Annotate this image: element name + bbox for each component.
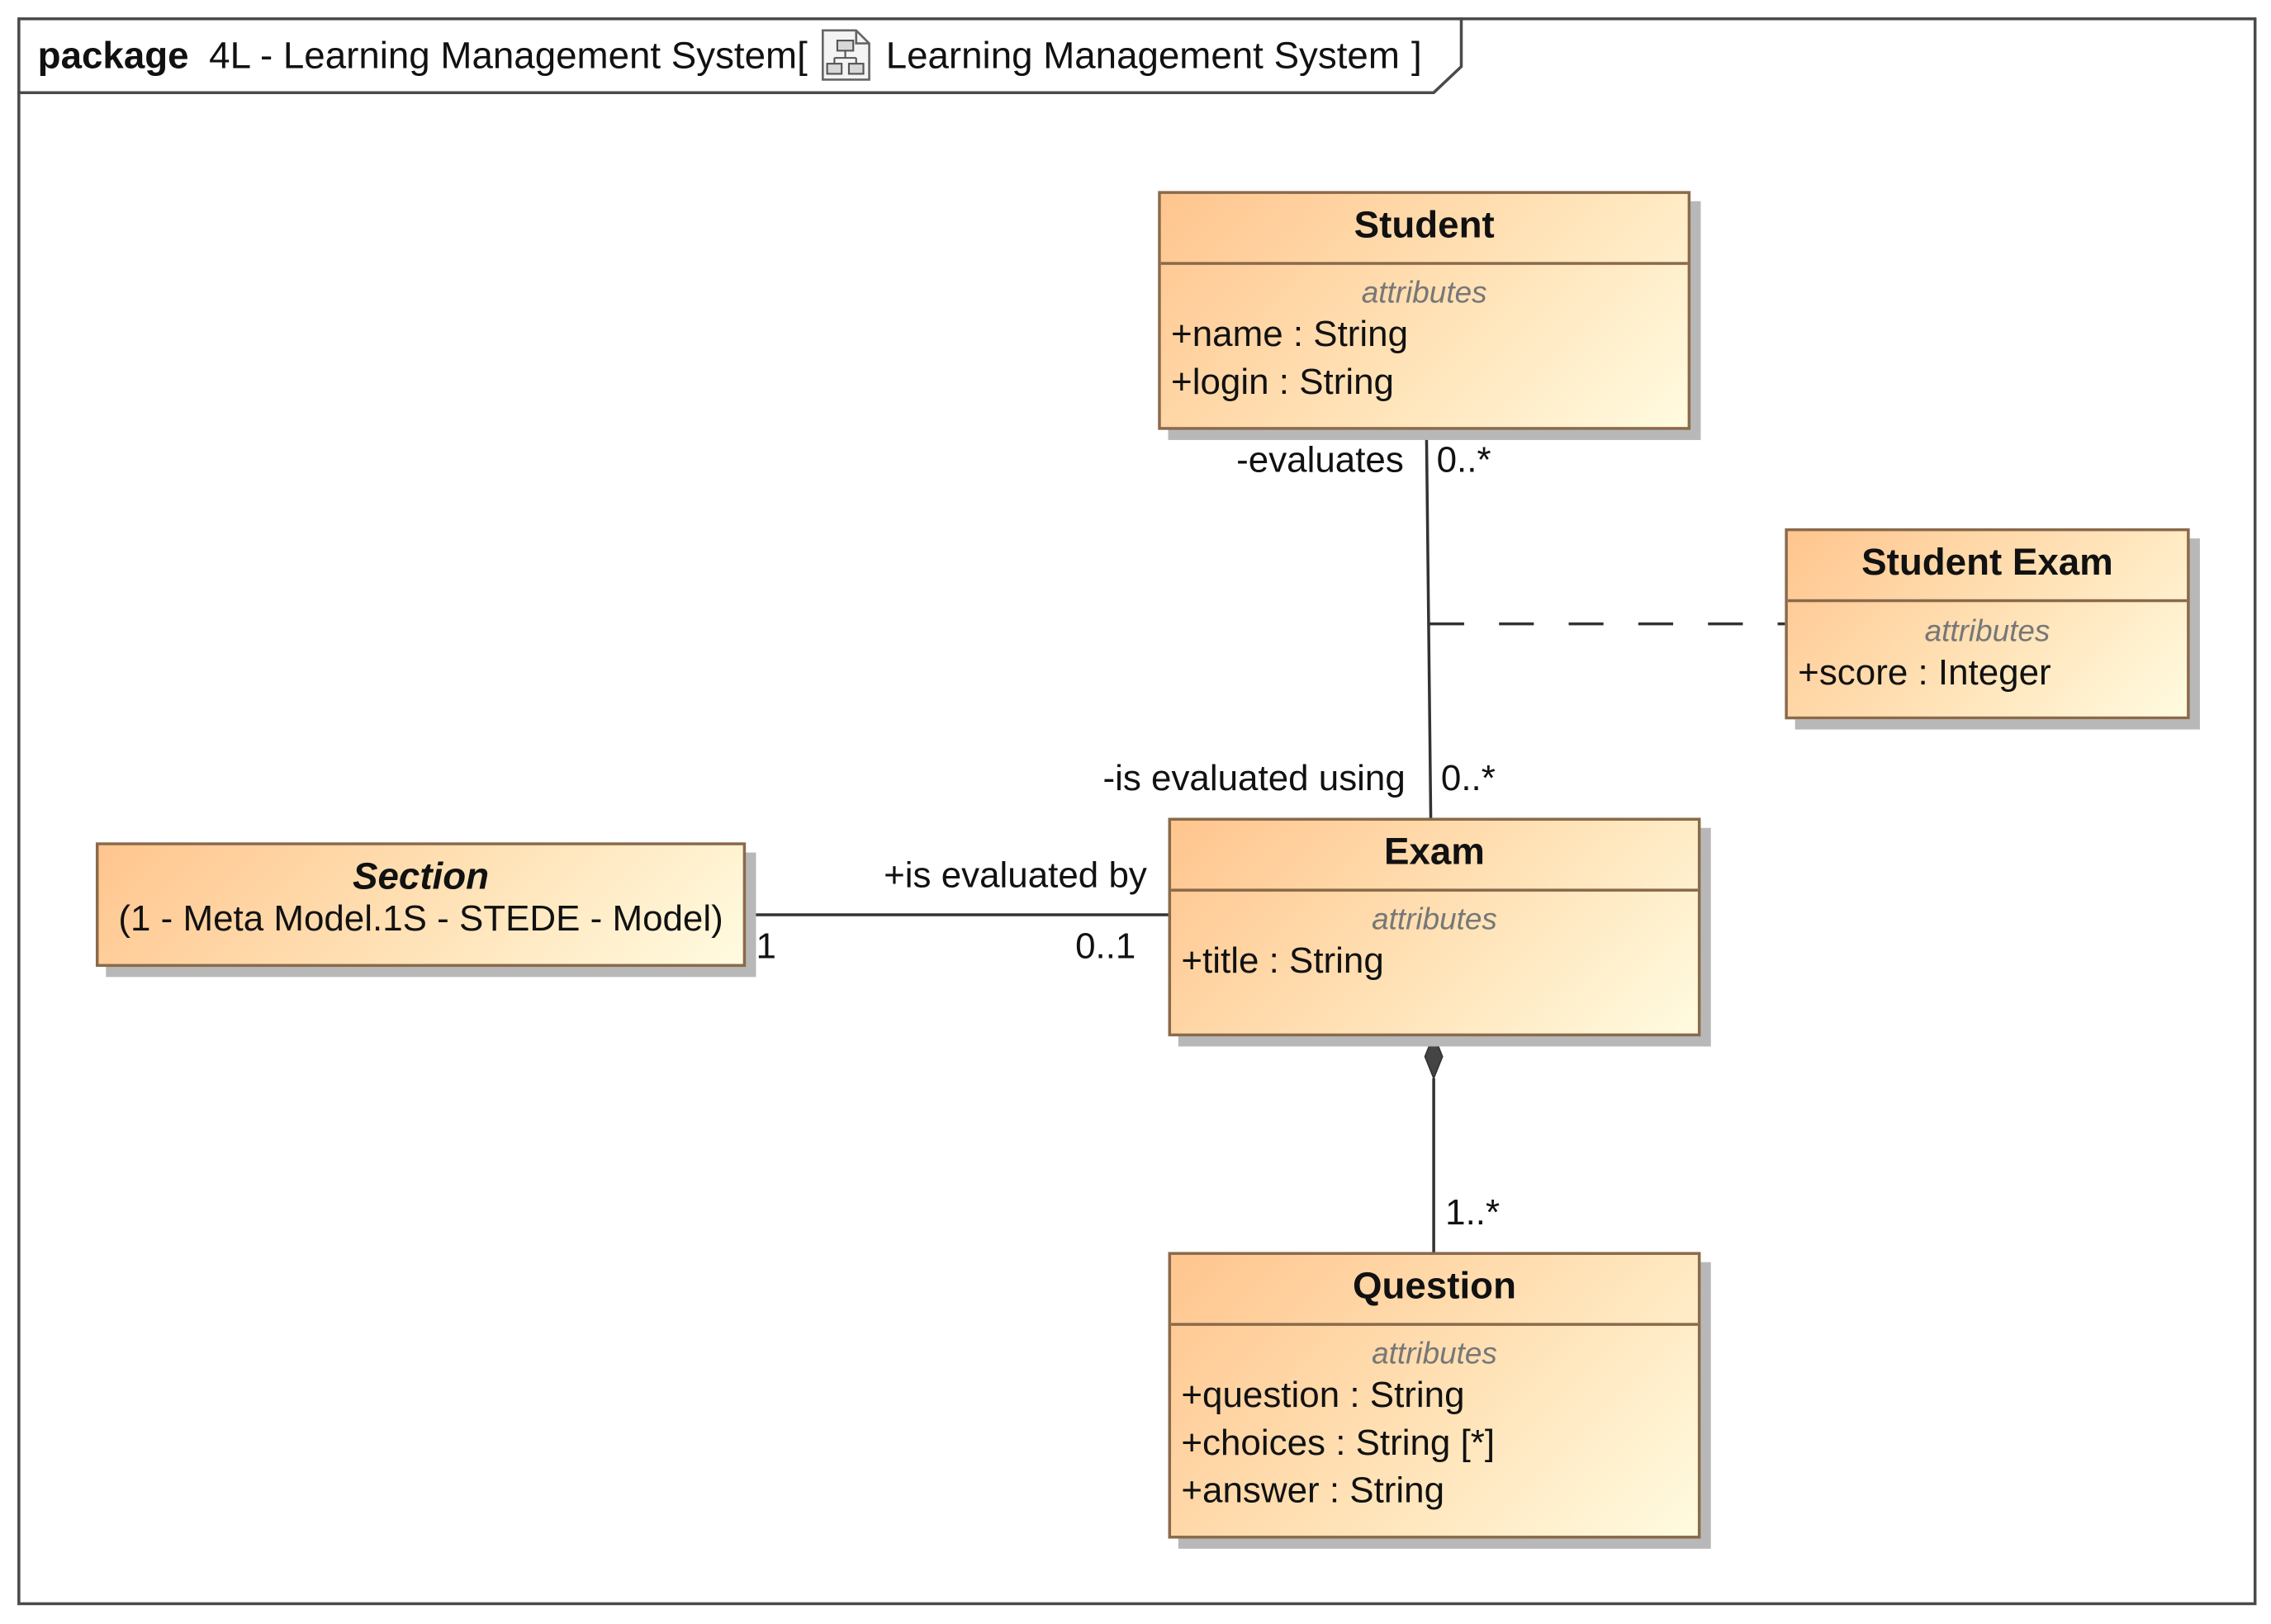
- class-name: Student Exam: [1861, 539, 2113, 584]
- class-name: Question: [1352, 1263, 1516, 1308]
- diagram-name: Learning Management System: [885, 32, 1400, 77]
- compartment-divider: [1787, 599, 2188, 603]
- attributes-compartment: attributes +score : Integer: [1788, 615, 2187, 698]
- compartment-title: attributes: [1361, 276, 1487, 310]
- attribute-row[interactable]: +login : String: [1171, 362, 1394, 403]
- attribute-row[interactable]: +choices : String [*]: [1181, 1423, 1496, 1464]
- multiplicity-label: 1: [756, 926, 776, 968]
- attribute-row[interactable]: +title : String: [1181, 940, 1384, 982]
- class-exam[interactable]: Exam attributes +title : String: [1168, 817, 1701, 1037]
- package-name: 4L - Learning Management System[: [209, 32, 808, 77]
- package-frame: [17, 17, 2257, 1606]
- class-question[interactable]: Question attributes +question : String +…: [1168, 1252, 1701, 1539]
- attributes-compartment: attributes +name : String +login : Strin…: [1161, 277, 1688, 407]
- association-student-exam-line[interactable]: [1425, 429, 1433, 821]
- attribute-row[interactable]: +answer : String: [1181, 1470, 1445, 1512]
- compartment-title: attributes: [1372, 1337, 1497, 1371]
- role-label-evaluates: -evaluates: [1236, 439, 1404, 481]
- compartment-divider: [1171, 1323, 1698, 1326]
- multiplicity-label: 0..1: [1075, 926, 1136, 968]
- attributes-compartment: attributes +title : String: [1171, 903, 1698, 986]
- multiplicity-label: 1..*: [1445, 1192, 1501, 1233]
- compartment-title: attributes: [1372, 902, 1497, 937]
- package-keyword: package: [37, 32, 189, 77]
- multiplicity-label: 0..*: [1436, 439, 1491, 481]
- multiplicity-label: 0..*: [1440, 758, 1496, 799]
- role-label-is-evaluated-using: -is evaluated using: [1102, 758, 1406, 799]
- class-name: Student: [1354, 202, 1495, 247]
- class-name: Section: [353, 854, 490, 897]
- class-student[interactable]: Student attributes +name : String +login…: [1158, 191, 1691, 430]
- package-close-bracket: ]: [1410, 32, 1422, 77]
- class-student-exam[interactable]: Student Exam attributes +score : Integer: [1785, 528, 2190, 720]
- class-qualifier: (1 - Meta Model.1S - STEDE - Model): [118, 898, 723, 940]
- class-section[interactable]: Section (1 - Meta Model.1S - STEDE - Mod…: [95, 842, 747, 968]
- attribute-row[interactable]: +question : String: [1181, 1375, 1465, 1416]
- package-header: package 4L - Learning Management System[…: [38, 27, 1422, 83]
- compartment-title: attributes: [1924, 615, 2051, 649]
- compartment-divider: [1160, 262, 1688, 265]
- class-diagram-icon: [819, 27, 875, 83]
- attribute-row[interactable]: +score : Integer: [1798, 652, 2051, 694]
- class-name: Exam: [1384, 829, 1485, 874]
- attributes-compartment: attributes +question : String +choices :…: [1171, 1338, 1698, 1516]
- compartment-divider: [1171, 888, 1698, 892]
- composition-diamond-icon: [1424, 1033, 1444, 1081]
- role-label-is-evaluated-by: +is evaluated by: [884, 855, 1147, 897]
- attribute-row[interactable]: +name : String: [1171, 314, 1409, 355]
